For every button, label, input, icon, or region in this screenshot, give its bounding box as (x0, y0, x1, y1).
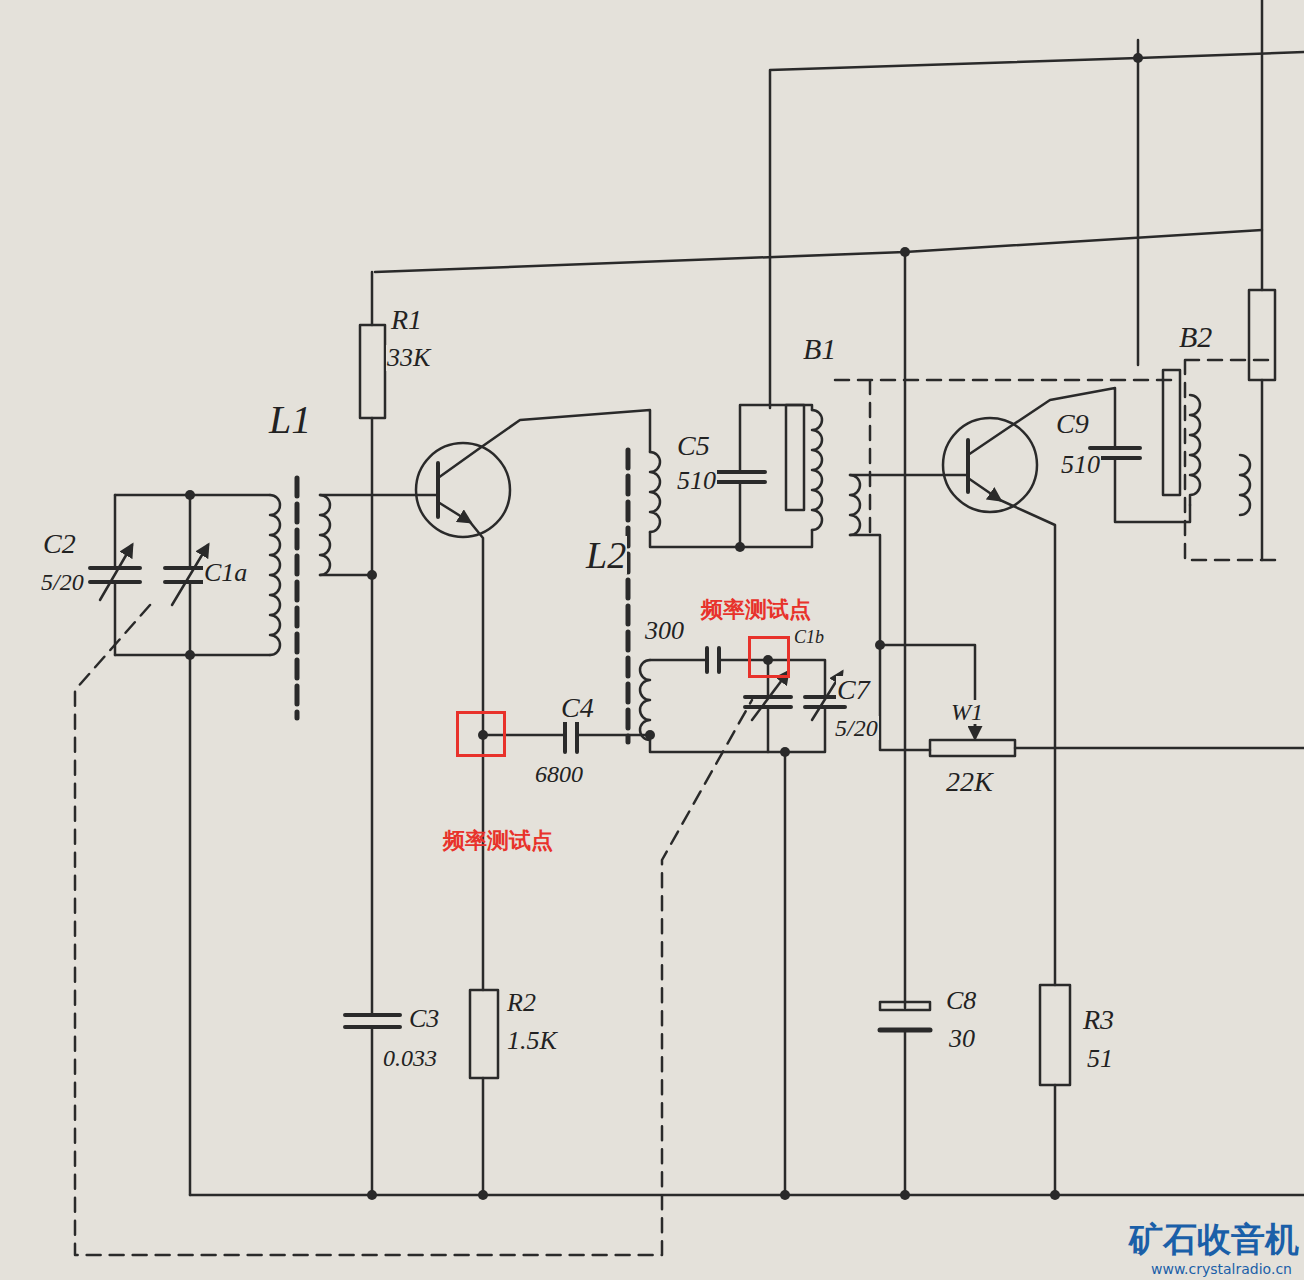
part-value: 5/20 (40, 570, 85, 594)
test-point-label: 频率测试点 (701, 599, 811, 621)
capacitor-symbol (345, 1015, 400, 1027)
part-name: C7 (836, 676, 871, 704)
part-name: C5 (676, 432, 711, 460)
part-value: 22K (945, 768, 994, 796)
shield-outline (835, 380, 1180, 540)
transistor-symbol (943, 418, 1037, 512)
transistor-base (966, 440, 970, 492)
part-value: 300 (644, 618, 685, 644)
ground-rail (190, 1194, 1304, 1197)
capacitor-symbol (565, 718, 577, 752)
part-name: L2 (585, 536, 627, 574)
resistor-symbol (470, 990, 498, 1078)
coil-symbol (812, 410, 822, 530)
ferrite-core (626, 450, 631, 742)
part-value: 5/20 (834, 716, 879, 740)
junction-dots (185, 53, 1143, 1200)
supply-rail (375, 230, 1262, 272)
resistor-symbol (1040, 985, 1070, 1085)
part-value: 6800 (534, 762, 584, 786)
wire (371, 272, 374, 1195)
test-point-box: 频率测试点 (456, 711, 506, 757)
part-name: R1 (390, 306, 423, 334)
part-name: R3 (1082, 1006, 1115, 1034)
gang-link (75, 605, 752, 1255)
variable-arrow (752, 672, 788, 720)
wire (1000, 500, 1055, 1195)
test-point-label: 频率测试点 (443, 830, 553, 852)
wire (904, 252, 907, 1195)
wire (1137, 40, 1140, 365)
coil-symbol (850, 475, 860, 535)
part-name: R2 (506, 990, 537, 1016)
part-value: 33K (386, 345, 431, 371)
shield-outline (1185, 360, 1275, 560)
wire (1015, 747, 1304, 750)
capacitor-symbol (715, 472, 765, 482)
part-name: C9 (1055, 410, 1090, 438)
wire (438, 410, 650, 478)
test-point-box: 频率测试点 (748, 636, 790, 678)
transistor-symbol (416, 443, 510, 537)
electrolytic-capacitor (880, 1002, 930, 1010)
part-value: 0.033 (382, 1046, 438, 1070)
transistor-emitter (968, 478, 1000, 500)
potentiometer-symbol (930, 740, 1015, 756)
transistor-base (436, 463, 440, 517)
capacitor-symbol (745, 697, 845, 707)
part-name: C1b (793, 628, 825, 646)
transformer-slug (786, 405, 804, 510)
wire (740, 405, 812, 547)
capacitor-symbol (90, 568, 215, 582)
coil-symbol (1240, 455, 1250, 515)
variable-arrow (100, 545, 132, 600)
wire (115, 495, 190, 1195)
part-name: C4 (560, 694, 595, 722)
wire (768, 660, 785, 1195)
part-name: C8 (945, 988, 977, 1014)
part-name: B2 (1178, 322, 1213, 352)
coil-symbol (270, 495, 280, 655)
wire (1261, 0, 1264, 560)
wire (650, 530, 812, 547)
part-value: 51 (1086, 1046, 1114, 1072)
wire (115, 495, 270, 655)
transformer-slug (1163, 370, 1180, 495)
part-name: B1 (802, 334, 837, 364)
part-name: C3 (408, 1006, 440, 1032)
part-value: 30 (948, 1026, 976, 1052)
part-value: 510 (1060, 452, 1101, 478)
watermark-url: www.crystalradio.cn (1150, 1262, 1293, 1276)
part-name: C1a (203, 560, 248, 586)
resistor-symbol (1249, 290, 1275, 380)
part-name: L1 (268, 400, 312, 440)
watermark: 矿石收音机 (1128, 1222, 1300, 1256)
coil-symbol (640, 660, 650, 740)
resistor-symbol (360, 325, 385, 418)
capacitor-symbol (707, 648, 719, 672)
electrolytic-capacitor (880, 1028, 930, 1033)
part-value: 1.5K (506, 1028, 558, 1054)
wire (470, 522, 483, 1195)
coil-symbol (1190, 395, 1200, 505)
wire (650, 660, 825, 752)
upper-rail (770, 52, 1304, 408)
ferrite-core (295, 478, 300, 718)
part-value: 510 (676, 468, 717, 494)
coil-symbol (650, 452, 660, 532)
part-name: C2 (42, 530, 77, 558)
transistor-emitter (438, 502, 470, 522)
part-name: W1 (950, 700, 984, 724)
coil-symbol (320, 495, 330, 575)
